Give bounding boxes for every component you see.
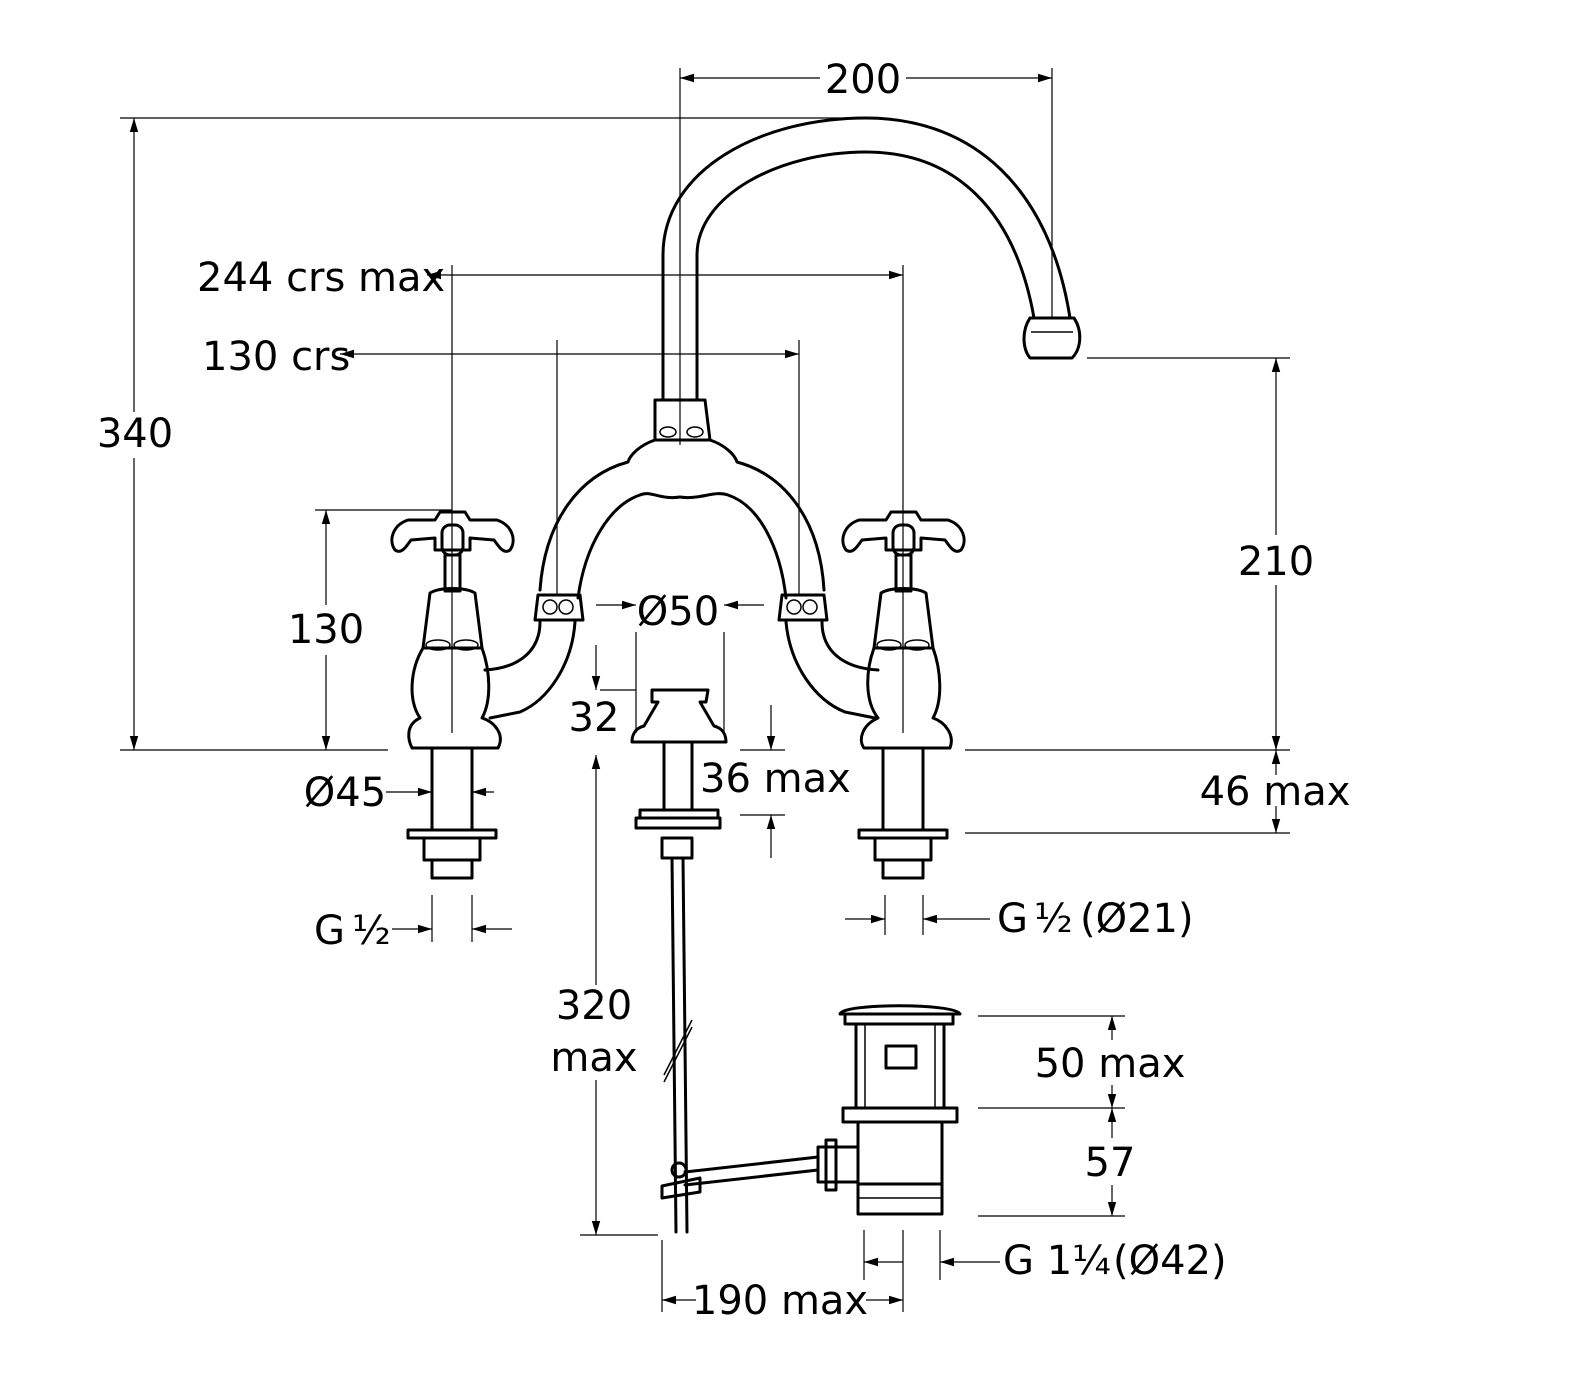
label-tail-thread-left: G ½ [314, 908, 391, 954]
right-coupling [777, 593, 829, 622]
dimension-lines [120, 68, 1290, 1312]
label-centres: 130 crs [202, 334, 350, 380]
tail-thread-left-fraction: ½ [352, 908, 391, 954]
bridge-arch [538, 438, 826, 600]
label-deck-thickness-tap: 46 max [1200, 769, 1351, 815]
waste-thread-fraction: ¼ [1072, 1238, 1111, 1284]
spout-collar [653, 398, 712, 442]
label-pop-up-height: 32 [569, 695, 620, 741]
waste-thread-suffix: (Ø42) [1113, 1238, 1227, 1284]
label-tail-thread-right: G ½ (Ø21) [997, 896, 1194, 942]
label-deck-thickness-pop-up: 36 max [700, 756, 851, 802]
label-centres-max: 244 crs max [197, 255, 445, 301]
pop-up-waste [816, 1004, 962, 1216]
tail-thread-right-main: G [997, 896, 1028, 942]
label-waste-top: 50 max [1035, 1041, 1186, 1087]
label-rod-length-line1: 320 [556, 983, 632, 1029]
label-waste-body: 57 [1085, 1140, 1136, 1186]
dimension-labels: 200 340 244 crs max 130 crs 210 130 Ø50 … [97, 57, 1351, 1324]
label-overall-height: 340 [97, 411, 173, 457]
tail-thread-right-fraction: ½ [1034, 896, 1073, 942]
waste-thread-main: G 1 [1003, 1238, 1072, 1284]
label-spout-height: 210 [1238, 539, 1314, 585]
pop-up-rod [630, 688, 728, 1234]
bridge-mixer-tap [390, 116, 1082, 1234]
label-spout-reach: 200 [825, 57, 901, 103]
label-spout-base-dia: Ø50 [637, 589, 719, 635]
tail-thread-left-main: G [314, 908, 345, 954]
label-rod-offset: 190 max [692, 1278, 868, 1324]
label-rod-length-line2: max [550, 1035, 637, 1081]
label-waste-thread: G 1 ¼ (Ø42) [1003, 1238, 1227, 1284]
label-tap-base-dia: Ø45 [304, 770, 386, 816]
label-handle-height: 130 [288, 607, 364, 653]
left-coupling [533, 593, 585, 622]
tail-thread-right-suffix: (Ø21) [1080, 896, 1194, 942]
gooseneck-spout [661, 116, 1082, 402]
